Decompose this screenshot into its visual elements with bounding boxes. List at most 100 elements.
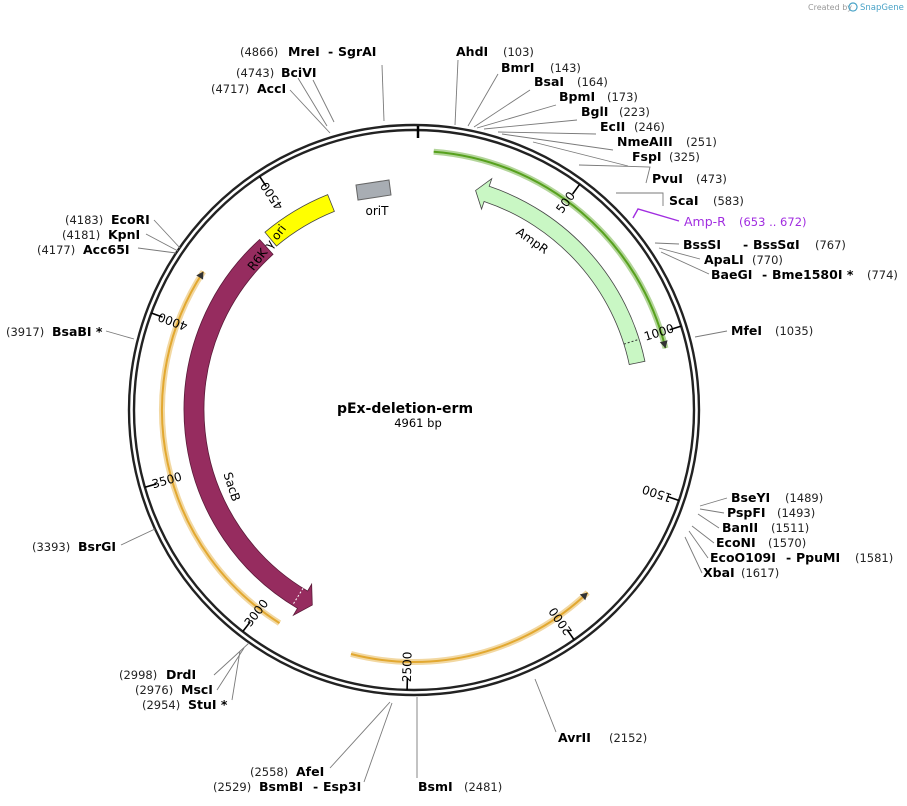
enzyme-name-banii[interactable]: BanII: [722, 520, 758, 535]
enzyme-name-bseyi[interactable]: BseYI: [731, 490, 770, 505]
enzyme-pos-kpni: (4181): [62, 228, 100, 242]
enzyme-name-bsabi[interactable]: BsaBI *: [52, 324, 103, 339]
enzyme-pos-ecii: (246): [634, 120, 665, 134]
enzyme-name-esp3i[interactable]: Esp3I: [323, 779, 361, 794]
tick-label: 1500: [640, 482, 673, 505]
enzyme-pos-xbai: (1617): [741, 566, 779, 580]
enzyme-name-baegi[interactable]: BaeGI: [711, 267, 752, 282]
tick-mark: [667, 495, 680, 502]
enzyme-pos-banii: (1511): [771, 521, 809, 535]
enzyme-sep-bsmbi: -: [313, 779, 318, 794]
primer-bar[interactable]: [433, 150, 667, 349]
feature-layer: [183, 177, 646, 617]
plasmid-size: 4961 bp: [394, 416, 442, 430]
enzyme-sep-mrei: -: [328, 44, 333, 59]
enzyme-pos-drdi: (2998): [119, 668, 157, 682]
credit-brand[interactable]: SnapGene: [860, 3, 904, 13]
tick-mark: [571, 183, 581, 195]
enzyme-pos-pspfi: (1493): [777, 506, 815, 520]
enzyme-name-bmri[interactable]: BmrI: [501, 60, 534, 75]
enzyme-name-ecori[interactable]: EcoRI: [111, 212, 150, 227]
tick-mark: [258, 175, 267, 187]
enzyme-pos-bsrgi: (3393): [32, 540, 70, 554]
enzyme-name-pspfi[interactable]: PspFI: [727, 505, 766, 520]
primer-pos-amp-r: (653 .. 672): [739, 215, 807, 229]
enzyme-name-ahdi[interactable]: AhdI: [456, 44, 488, 59]
enzyme-name-acc65i[interactable]: Acc65I: [83, 242, 130, 257]
enzyme-name-scai[interactable]: ScaI: [669, 193, 699, 208]
enzyme-name-pvui[interactable]: PvuI: [652, 171, 683, 186]
enzyme-pos-apali: (770): [752, 253, 783, 267]
enzyme-name-msci[interactable]: MscI: [181, 682, 213, 697]
enzyme-name-bcivi[interactable]: BciVI: [281, 65, 317, 80]
feature-label-orit[interactable]: oriT: [366, 204, 390, 218]
enzyme-name-mrei[interactable]: MreI: [288, 44, 320, 59]
feature-segment-divider: [623, 338, 640, 345]
feature-ampr[interactable]: [475, 177, 646, 366]
primer-bar[interactable]: [350, 591, 589, 664]
enzyme-name-avrii[interactable]: AvrII: [558, 730, 591, 745]
enzyme-labels: (4866) MreI - SgrAI (4743) BciVI (4717) …: [6, 44, 898, 794]
enzyme-name-sgrai[interactable]: SgrAI: [338, 44, 376, 59]
primer-name-amp-r[interactable]: Amp-R: [684, 214, 726, 229]
enzyme-name-bsai[interactable]: BsaI: [534, 74, 564, 89]
enzyme-name-stui[interactable]: StuI *: [188, 697, 228, 712]
enzyme-name-bsmbi[interactable]: BsmBI: [259, 779, 303, 794]
enzyme-name-bsssai[interactable]: BssSαI: [753, 237, 800, 252]
primer-layer: [159, 148, 669, 666]
enzyme-pos-scai: (583): [713, 194, 744, 208]
enzyme-leaders: [105, 59, 728, 783]
enzyme-name-kpni[interactable]: KpnI: [108, 227, 140, 242]
primer-arrowhead: [659, 340, 668, 349]
tick-mark: [144, 483, 157, 489]
enzyme-name-drdi[interactable]: DrdI: [166, 667, 196, 682]
tick-label: 4500: [258, 179, 287, 212]
enzyme-pos-mfei: (1035): [775, 324, 813, 338]
enzyme-pos-econi: (1570): [768, 536, 806, 550]
enzyme-name-bsmi[interactable]: BsmI: [418, 779, 453, 794]
enzyme-pos-bgli: (223): [619, 105, 650, 119]
enzyme-pos-bsabi: (3917): [6, 325, 44, 339]
feature-r6k-ori[interactable]: [264, 194, 335, 247]
enzyme-name-ecii[interactable]: EcII: [600, 119, 625, 134]
enzyme-name-bme1580i[interactable]: Bme1580I *: [772, 267, 854, 282]
enzyme-pos-avrii: (2152): [609, 731, 647, 745]
enzyme-name-mfei[interactable]: MfeI: [731, 323, 762, 338]
backbone-outer: [127, 123, 701, 697]
enzyme-pos-pvui: (473): [696, 172, 727, 186]
enzyme-name-afei[interactable]: AfeI: [296, 764, 324, 779]
tick-mark: [242, 621, 251, 633]
primer-bar[interactable]: [161, 271, 281, 624]
enzyme-name-bsrgi[interactable]: BsrGI: [78, 539, 116, 554]
enzyme-name-bpmi[interactable]: BpmI: [559, 89, 595, 104]
enzyme-name-ecoo109i[interactable]: EcoO109I: [710, 550, 776, 565]
feature-label-sacb[interactable]: SacB: [221, 470, 244, 503]
amp-r-site-marker: [632, 208, 680, 222]
enzyme-sep-ecoo109i: -: [786, 550, 791, 565]
tick-mark: [151, 312, 163, 318]
enzyme-name-ppumi[interactable]: PpuMI: [796, 550, 840, 565]
feature-sacb[interactable]: [183, 238, 313, 617]
enzyme-pos-bsai: (164): [577, 75, 608, 89]
enzyme-name-bsssi[interactable]: BssSI: [683, 237, 721, 252]
enzyme-name-apali[interactable]: ApaLI: [704, 252, 744, 267]
enzyme-name-fspi[interactable]: FspI: [632, 149, 662, 164]
enzyme-pos-ecori: (4183): [65, 213, 103, 227]
primer-arrowhead: [579, 592, 588, 601]
enzyme-name-xbai[interactable]: XbaI: [703, 565, 735, 580]
enzyme-pos-ahdi: (103): [503, 45, 534, 59]
enzyme-name-bgli[interactable]: BglI: [581, 104, 608, 119]
feature-orit[interactable]: [355, 179, 392, 201]
enzyme-name-nmeaiii[interactable]: NmeAIII: [617, 134, 673, 149]
tick-label: 3500: [150, 469, 183, 491]
enzyme-pos-bmri: (143): [550, 61, 581, 75]
enzyme-name-econi[interactable]: EcoNI: [716, 535, 756, 550]
enzyme-pos-msci: (2976): [135, 683, 173, 697]
enzyme-pos-acci: (4717): [211, 82, 249, 96]
tick-label: 2500: [400, 651, 415, 682]
enzyme-name-acci[interactable]: AccI: [257, 81, 286, 96]
enzyme-pos-acc65i: (4177): [37, 243, 75, 257]
enzyme-pos-bsssi: (767): [815, 238, 846, 252]
